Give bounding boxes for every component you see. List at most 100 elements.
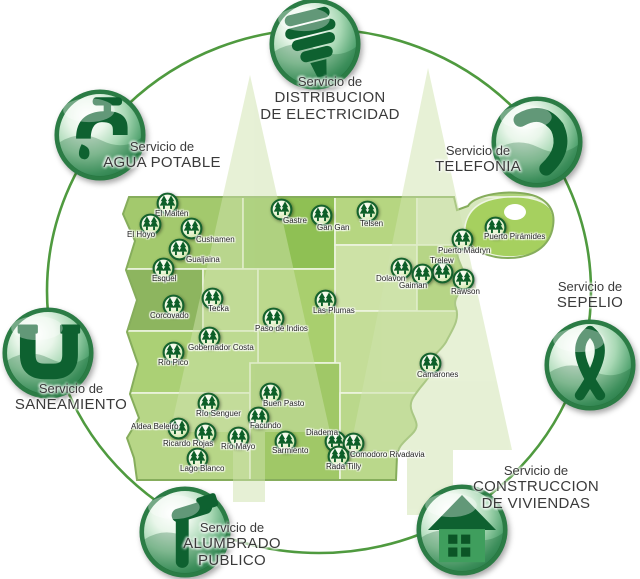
twin-trees-icon bbox=[156, 192, 178, 214]
town-marker bbox=[314, 289, 337, 312]
twin-trees-icon bbox=[259, 382, 281, 404]
town-marker bbox=[419, 352, 442, 375]
house-icon bbox=[416, 484, 508, 576]
town-marker bbox=[310, 204, 333, 227]
town-label: Facundo bbox=[250, 421, 282, 430]
town-label: Rada Tilly bbox=[326, 462, 362, 471]
twin-trees-icon bbox=[342, 432, 364, 454]
town-marker bbox=[167, 417, 190, 440]
twin-trees-icon bbox=[419, 352, 441, 374]
town-marker bbox=[390, 257, 413, 280]
town-label: Río Mayo bbox=[221, 442, 256, 451]
town-marker bbox=[451, 228, 474, 251]
service-label: Servicio de bbox=[557, 279, 623, 294]
town-label: Rawson bbox=[451, 287, 480, 296]
town-marker bbox=[259, 382, 282, 405]
town-label: El Maitén bbox=[155, 209, 189, 218]
service-label: ALUMBRADO bbox=[183, 535, 281, 552]
town-label: Camarones bbox=[417, 370, 459, 379]
town-label: El Hoyo bbox=[127, 230, 156, 239]
service-label: Servicio de bbox=[129, 139, 195, 154]
town-marker bbox=[162, 294, 185, 317]
town-marker bbox=[180, 217, 203, 240]
twin-trees-icon bbox=[152, 257, 174, 279]
twin-trees-icon bbox=[484, 216, 506, 238]
twin-trees-icon bbox=[180, 217, 202, 239]
town-marker bbox=[411, 263, 434, 286]
twin-trees-icon bbox=[227, 426, 249, 448]
town-marker bbox=[342, 432, 365, 455]
service-label: TELEFONIA bbox=[434, 158, 522, 175]
town-marker bbox=[162, 341, 185, 364]
town-label: Corcovado bbox=[150, 311, 189, 320]
town-marker bbox=[356, 200, 379, 223]
service-label: Servicio de bbox=[503, 463, 569, 478]
town-label: Sarmiento bbox=[272, 446, 309, 455]
service-label: Servicio de bbox=[445, 143, 511, 158]
faucet-icon bbox=[54, 89, 146, 181]
pipe-icon bbox=[2, 307, 94, 399]
twin-trees-icon bbox=[167, 417, 189, 439]
cfl-bulb-icon bbox=[269, 0, 361, 90]
phone-icon bbox=[491, 96, 583, 188]
twin-trees-icon bbox=[451, 228, 473, 250]
town-label: Río Pico bbox=[158, 358, 189, 367]
twin-trees-icon bbox=[194, 422, 216, 444]
town-label: Gobernador Costa bbox=[188, 343, 254, 352]
town-label: Río Senguer bbox=[196, 409, 241, 418]
town-marker bbox=[452, 268, 475, 291]
twin-trees-icon bbox=[327, 445, 349, 467]
town-label: Gaiman bbox=[399, 281, 428, 290]
town-label: Puerto Pirámides bbox=[484, 232, 546, 241]
town-marker bbox=[227, 426, 250, 449]
town-marker bbox=[247, 406, 270, 429]
twin-trees-icon bbox=[274, 430, 296, 452]
town-label: Buen Pasto bbox=[263, 399, 305, 408]
town-marker bbox=[197, 392, 220, 415]
service-label: Servicio de bbox=[199, 520, 265, 535]
service-label: SEPELIO bbox=[556, 294, 624, 311]
twin-trees-icon bbox=[186, 447, 208, 469]
service-label: DISTRIBUCION bbox=[274, 89, 386, 106]
town-label: Gualjaina bbox=[186, 255, 220, 264]
twin-trees-icon bbox=[431, 261, 453, 283]
town-marker bbox=[156, 192, 179, 215]
twin-trees-icon bbox=[201, 287, 223, 309]
town-label: Puerto Madryn bbox=[438, 246, 491, 255]
twin-trees-icon bbox=[270, 198, 292, 220]
town-label: Dolavon bbox=[376, 274, 406, 283]
twin-trees-icon bbox=[198, 326, 220, 348]
ribbon-icon bbox=[544, 319, 636, 411]
twin-trees-icon bbox=[411, 263, 433, 285]
twin-trees-icon bbox=[390, 257, 412, 279]
town-label: Comodoro Rivadavia bbox=[350, 450, 425, 459]
service-label: Servicio de bbox=[297, 74, 363, 89]
service-label: Servicio de bbox=[38, 381, 104, 396]
service-label: PUBLICO bbox=[198, 552, 266, 569]
service-label: AGUA POTABLE bbox=[103, 154, 221, 171]
twin-trees-icon bbox=[314, 289, 336, 311]
twin-trees-icon bbox=[247, 406, 269, 428]
town-marker bbox=[484, 216, 507, 239]
twin-trees-icon bbox=[162, 341, 184, 363]
town-marker bbox=[274, 430, 297, 453]
twin-trees-icon bbox=[262, 307, 284, 329]
town-label: Telsen bbox=[360, 219, 384, 228]
town-label: Cushamen bbox=[196, 235, 235, 244]
service-label: SANEAMIENTO bbox=[14, 396, 128, 413]
twin-trees-icon bbox=[452, 268, 474, 290]
town-marker bbox=[270, 198, 293, 221]
town-label: Trelew bbox=[430, 256, 454, 265]
town-marker bbox=[186, 447, 209, 470]
service-label: DE ELECTRICIDAD bbox=[260, 106, 400, 123]
town-label: Paso de Indios bbox=[255, 324, 308, 333]
town-marker bbox=[327, 445, 350, 468]
service-label: CONSTRUCCION bbox=[472, 478, 600, 495]
twin-trees-icon bbox=[139, 213, 161, 235]
town-label: Tecka bbox=[208, 304, 229, 313]
town-marker bbox=[198, 326, 221, 349]
town-marker bbox=[168, 238, 191, 261]
town-label: Diadema bbox=[306, 428, 339, 437]
